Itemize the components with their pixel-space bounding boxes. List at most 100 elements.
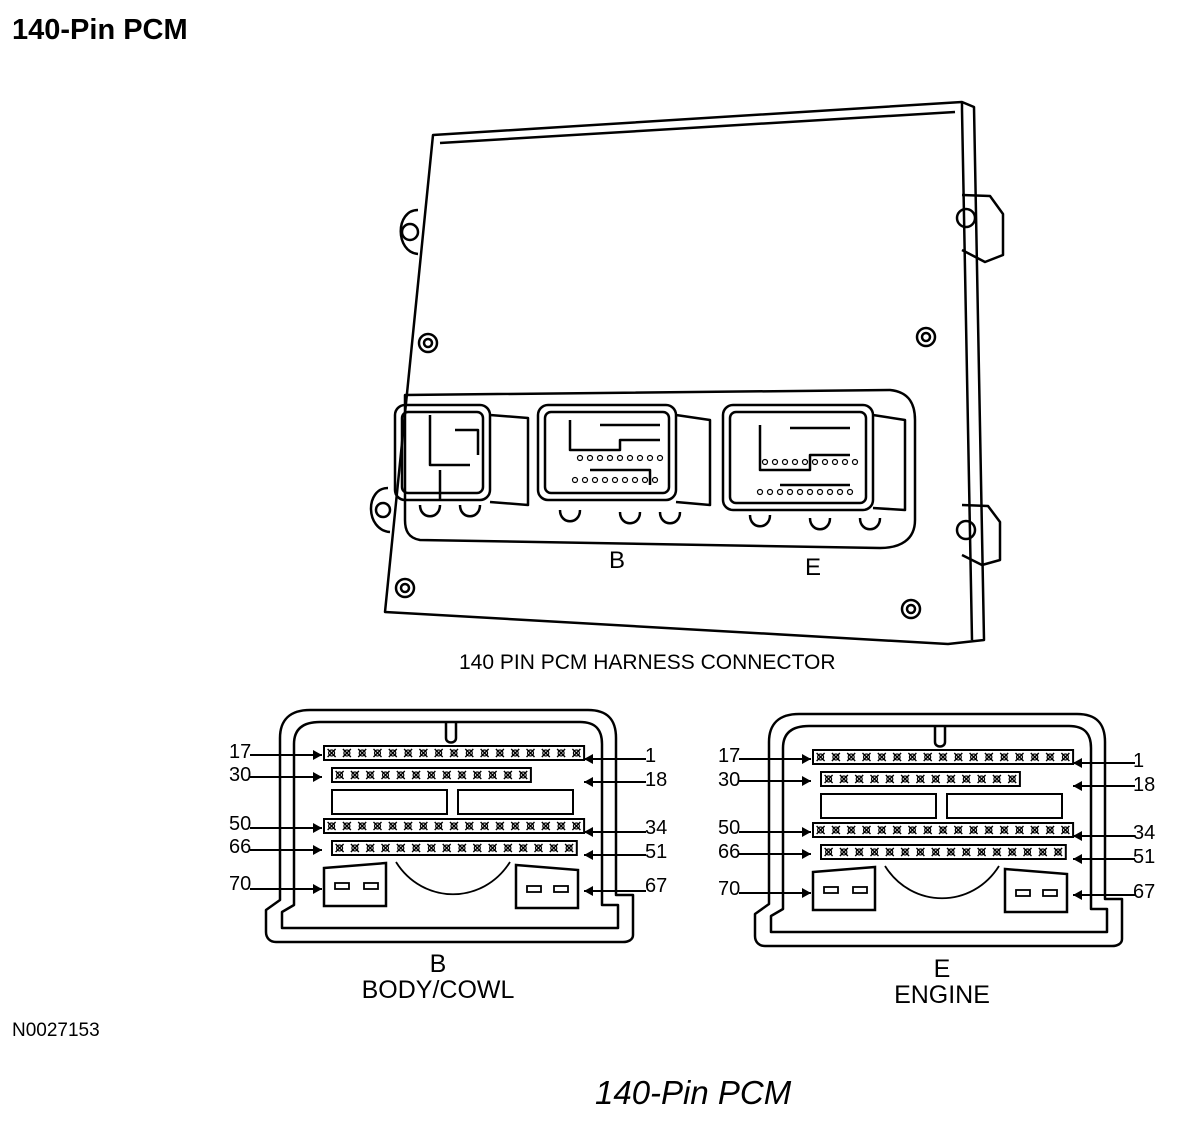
pin-cavity (854, 774, 864, 784)
pin-label: 17 (718, 745, 741, 767)
pin-cavity (816, 826, 825, 834)
pin-cavity (511, 749, 519, 757)
pin-cavity (992, 774, 1002, 784)
pin-cavity (412, 771, 420, 779)
pin-cavity (488, 770, 498, 780)
pin-cavity (365, 843, 375, 853)
pin-cavity (495, 748, 505, 758)
pin-cavity (1008, 775, 1016, 783)
pin-cavity (335, 770, 345, 780)
pin-arrow-head (1073, 854, 1082, 864)
pin-arrow-head (802, 849, 811, 859)
pin-label: 70 (229, 873, 252, 895)
pin-cavity (870, 848, 879, 856)
pin-cavity (953, 752, 963, 762)
pin-cavity (877, 752, 887, 762)
pin-cavity (1045, 825, 1055, 835)
pin-cavity (480, 821, 490, 831)
pin-cavity (977, 774, 987, 784)
pin-cavity (557, 822, 565, 830)
pin-cavity (932, 848, 940, 856)
pin-cavity (343, 749, 351, 757)
pin-cavity (1023, 847, 1032, 857)
pin-cavity (572, 822, 581, 830)
pin-cavity (939, 826, 947, 834)
power-pin (852, 886, 868, 894)
pin-cavity (1015, 826, 1024, 834)
pin-label: 17 (229, 741, 252, 763)
pin-cavity (458, 771, 466, 779)
pin-cavity (840, 848, 848, 856)
pin-cavity (442, 770, 452, 780)
pin-cavity (435, 822, 443, 830)
pcm-connector-b (536, 403, 678, 502)
pin-arrow-head (584, 777, 593, 787)
pin-cavity (924, 826, 932, 834)
pin-cavity (426, 770, 436, 780)
pin-cavity (373, 749, 382, 757)
pin-cavity (411, 843, 421, 853)
pin-cavity (373, 748, 382, 758)
pin-cavity (1054, 848, 1062, 856)
pin-cavity (510, 748, 520, 758)
pin-cavity (564, 843, 574, 853)
pin-cavity (418, 821, 428, 831)
pin-arrow-head (1073, 758, 1082, 768)
figure-caption: 140-Pin PCM (595, 1074, 792, 1111)
pin-label: 34 (645, 817, 668, 839)
pin-cavity (464, 748, 474, 758)
pin-cavity (824, 848, 833, 856)
pin-arrow-head (802, 888, 811, 898)
pin-cavity (343, 822, 351, 830)
pin-cavity (464, 821, 474, 831)
connector-b-pin-dots (571, 454, 664, 484)
pin-cavity (549, 843, 559, 853)
pin-cavity (816, 752, 826, 762)
pin-cavity (961, 774, 971, 784)
power-pin (553, 885, 569, 893)
pin-cavity (571, 748, 581, 758)
key-notch (933, 726, 947, 748)
pin-cavity (1039, 848, 1047, 856)
pin-cavity (443, 844, 451, 852)
pin-cavity (839, 847, 849, 857)
pin-cavity (365, 770, 375, 780)
pin-cavity (504, 771, 512, 779)
pin-cavity (526, 749, 535, 757)
connector-housing-inner (769, 724, 1109, 934)
connector-b-name: BODY/COWL (361, 976, 515, 1004)
connector-e-pin-dots (756, 458, 859, 496)
pin-cavity (350, 843, 360, 853)
pin-cavity (824, 847, 834, 857)
pin-cavity (397, 771, 405, 779)
pin-cavity (1053, 847, 1063, 857)
pin-cavity (342, 821, 352, 831)
pin-cavity (961, 847, 971, 857)
pin-cavity (901, 775, 909, 783)
pin-cavity (1046, 826, 1054, 834)
pin-cavity (877, 825, 887, 835)
pin-cavity (557, 749, 565, 757)
screw-icon (900, 598, 922, 620)
pin-cavity (473, 771, 481, 779)
pin-cavity (396, 843, 406, 853)
pin-cavity (923, 752, 933, 762)
pin-cavity (435, 749, 443, 757)
pin-cavity (993, 848, 1001, 856)
pin-cavity (892, 752, 902, 762)
pin-cavity (984, 752, 994, 762)
pin-cavity (350, 770, 360, 780)
pin-cavity (541, 821, 551, 831)
pin-cavity (916, 775, 925, 783)
pin-cavity (434, 821, 444, 831)
pin-cavity (541, 748, 551, 758)
pin-cavity (366, 844, 374, 852)
power-pin-block (1003, 867, 1069, 914)
slot (820, 793, 937, 819)
pcm-connector-e-label: E (805, 554, 822, 581)
pin-arrow-head (584, 886, 593, 896)
connector-e-name: ENGINE (894, 981, 990, 1009)
screw-icon (417, 332, 439, 354)
pin-label: 18 (645, 769, 668, 791)
